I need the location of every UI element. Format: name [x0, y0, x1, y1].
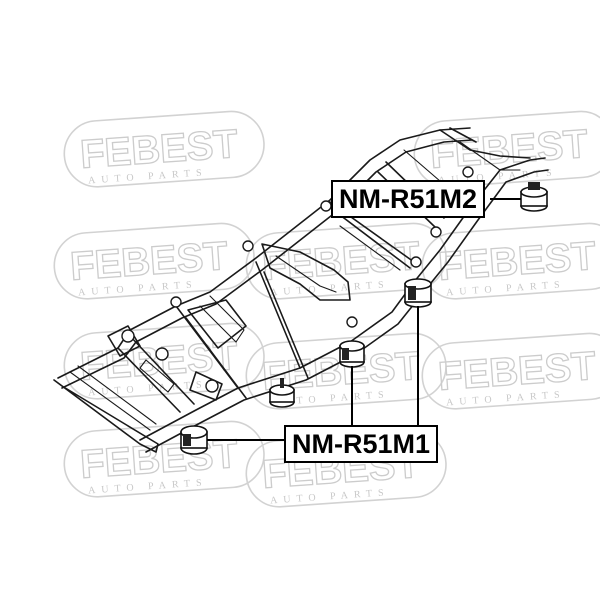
bushing-tall-right: [404, 278, 432, 308]
bushing-middle: [339, 340, 365, 368]
watermark-top-left: FEBEST AUTO PARTS: [63, 110, 265, 188]
leader-lines: [207, 198, 521, 441]
watermark-bottom-left: FEBEST AUTO PARTS: [63, 420, 265, 498]
watermark-logo-text: FEBEST: [437, 234, 597, 289]
watermark-logo-text: FEBEST: [79, 122, 239, 177]
part-number-label-lower: NM-R51M1: [284, 425, 439, 463]
watermark-lower-right: FEBEST AUTO PARTS: [421, 332, 600, 410]
part-number-label-upper: NM-R51M2: [331, 180, 486, 218]
watermark-logo-text: FEBEST: [69, 234, 229, 289]
frame-center-mount: [269, 378, 295, 408]
watermark-middle-left: FEBEST AUTO PARTS: [53, 222, 255, 300]
bushing-lower-left: [180, 425, 208, 455]
watermark-logo-text: FEBEST: [437, 344, 597, 399]
watermark-top-right: FEBEST AUTO PARTS: [413, 110, 600, 188]
bushing-upper-right: [520, 182, 548, 212]
watermark-middle-right: FEBEST AUTO PARTS: [421, 222, 600, 300]
